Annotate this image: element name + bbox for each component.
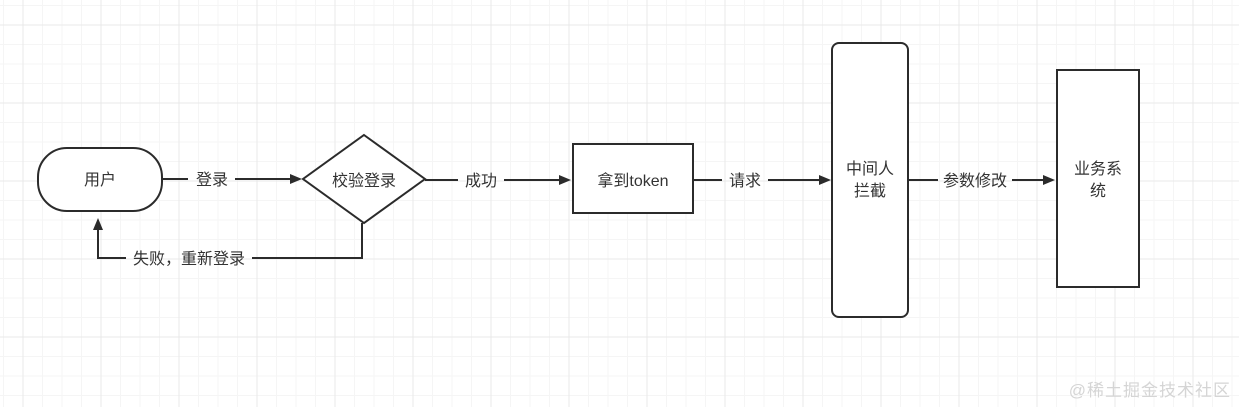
edge-request: 请求 bbox=[693, 172, 831, 190]
edge-success-label: 成功 bbox=[465, 172, 497, 190]
node-verify-login-shape bbox=[301, 133, 427, 225]
node-user-label: 用户 bbox=[84, 171, 116, 189]
node-get-token-label: 拿到token bbox=[597, 171, 668, 190]
node-user-shape bbox=[37, 147, 163, 212]
edge-login-label: 登录 bbox=[196, 171, 228, 189]
node-mitm: 中间人 拦截 bbox=[831, 42, 909, 318]
edge-param-modify-label: 参数修改 bbox=[943, 172, 1007, 190]
node-get-token-shape bbox=[572, 143, 694, 214]
node-business-system: 业务系 统 bbox=[1056, 69, 1140, 288]
edge-fail-line-right bbox=[252, 223, 363, 259]
edge-request-label: 请求 bbox=[729, 172, 761, 190]
edge-fail-label: 失败，重新登录 bbox=[133, 250, 245, 268]
node-verify-login: 校验登录 bbox=[301, 133, 427, 225]
node-business-system-label-line1: 业务系 bbox=[1074, 160, 1122, 178]
node-mitm-label-line1: 中间人 bbox=[846, 160, 894, 178]
watermark: @稀土掘金技术社区 bbox=[1068, 381, 1231, 400]
edge-param-modify: 参数修改 bbox=[908, 172, 1055, 190]
edge-login: 登录 bbox=[162, 171, 302, 189]
node-get-token: 拿到token bbox=[572, 143, 694, 214]
edge-success: 成功 bbox=[425, 172, 571, 190]
edge-fail-relogin: 失败，重新登录 bbox=[93, 218, 363, 268]
node-mitm-label-line2: 拦截 bbox=[854, 182, 886, 200]
edge-fail-line-left bbox=[93, 218, 126, 259]
node-user: 用户 bbox=[37, 147, 163, 212]
node-business-system-label-line2: 统 bbox=[1090, 182, 1106, 200]
node-verify-login-label: 校验登录 bbox=[332, 172, 396, 190]
node-business-system-shape bbox=[1056, 69, 1140, 288]
node-mitm-shape bbox=[831, 42, 909, 318]
